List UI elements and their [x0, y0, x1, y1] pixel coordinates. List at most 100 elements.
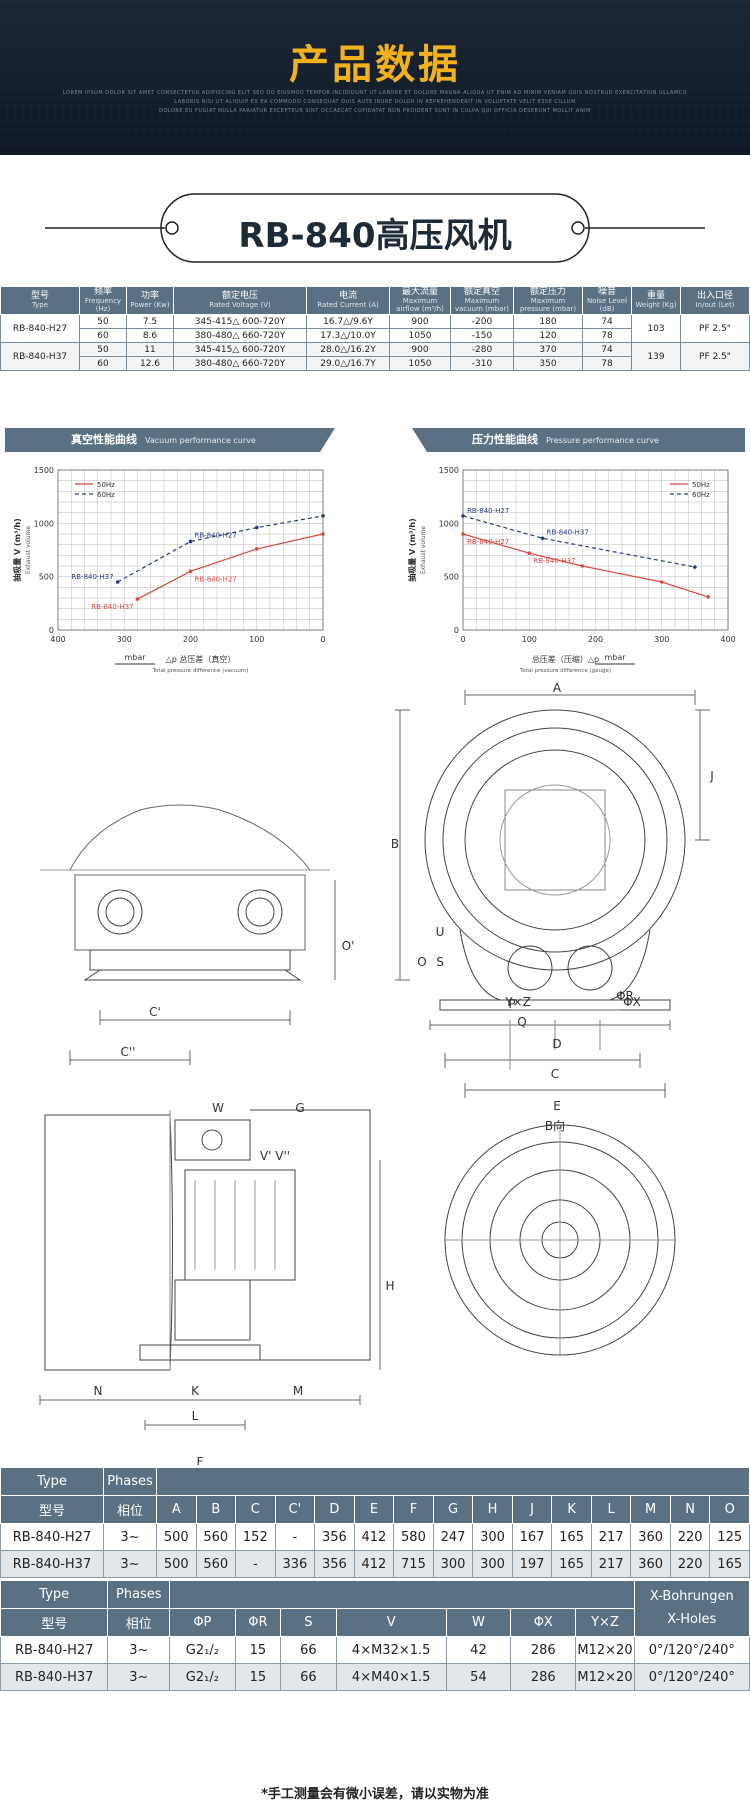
dims-cell: -: [274, 1523, 316, 1551]
model-title: RB-840高压风机: [238, 216, 512, 256]
dims-header: [169, 1580, 635, 1609]
dims-cell: 3~: [107, 1663, 171, 1691]
dims-cell: RB-840-H27: [0, 1636, 109, 1664]
dims-col-header: S: [280, 1608, 337, 1637]
dim-label: Q: [517, 1015, 526, 1029]
plot-frame: [57, 469, 324, 631]
dims-cell: RB-840-H37: [0, 1550, 104, 1578]
dims-col-header: C': [274, 1495, 316, 1524]
y-tick-label: 500: [444, 573, 459, 582]
unit-label: mbar: [604, 653, 626, 662]
data-point: [188, 539, 193, 544]
data-point: [659, 580, 664, 584]
spec-cell: 380-480△ 660-720Y: [173, 328, 307, 344]
x-tick-label: 100: [249, 635, 264, 644]
dims-col-header: C: [235, 1495, 276, 1524]
data-point: [706, 595, 710, 599]
measurement-note: *手工测量会有微小误差，请以实物为准: [261, 1787, 489, 1802]
vacuum-curve-header: 真空性能曲线 Vacuum performance curve: [5, 428, 335, 452]
series-point-label: RB-840-H27: [195, 575, 237, 583]
dims-col-header: V: [335, 1608, 447, 1637]
dims-cell: 0°/120°/240°: [633, 1663, 750, 1691]
dims-cell: 360: [630, 1523, 671, 1551]
dims-cell: 66: [280, 1663, 337, 1691]
dim-label: O: [417, 955, 426, 969]
dims-cell: 356: [314, 1550, 355, 1578]
x-axis-label-en: Total pressure difference (gauge): [519, 668, 611, 674]
dims-cell: 3~: [107, 1636, 171, 1664]
legend-label: 60Hz: [692, 491, 710, 499]
x-tick-label: 300: [117, 635, 132, 644]
x-tick-label: 300: [654, 635, 669, 644]
dims-cell: 0°/120°/240°: [633, 1636, 750, 1664]
dims-cell: RB-840-H27: [0, 1523, 104, 1551]
dims-cell: 715: [393, 1550, 434, 1578]
dims-cell: 356: [314, 1523, 355, 1551]
spec-row: RB-840-H37 50 11 345-415△ 600-720Y 28.0△…: [0, 342, 750, 372]
dims-col-header: L: [590, 1495, 632, 1524]
x-axis-label-en: Total pressure difference (vacuum): [152, 668, 249, 674]
dims-cell: 15: [234, 1636, 282, 1664]
dims-cell: 165: [709, 1550, 750, 1578]
dim-label: K: [191, 1384, 200, 1398]
dim-label: N: [94, 1384, 103, 1398]
spec-cell: 29.0△/16.7Y: [306, 356, 390, 372]
dims-cell: G2₁/₂: [169, 1663, 236, 1691]
hero-title: 产品数据: [289, 42, 461, 88]
dim-label: F: [197, 1455, 204, 1465]
dims-cell: 220: [669, 1550, 711, 1578]
dims-cell: -: [235, 1550, 276, 1578]
data-point: [461, 514, 465, 518]
legend-label: 60Hz: [97, 491, 115, 499]
x-tick-label: 200: [588, 635, 603, 644]
dims-table-1: Type Phases 型号 相位 A B C C' D E F G H J K…: [0, 1467, 750, 1578]
motor-side-drawing: [39, 1109, 381, 1430]
dims-col-header: ΦX: [510, 1608, 577, 1637]
dim-label: C'': [121, 1045, 136, 1059]
spec-cell: 1050: [389, 356, 451, 372]
legend-label: 50Hz: [97, 481, 115, 489]
dims-col-header: D: [314, 1495, 355, 1524]
series-line: [117, 515, 324, 583]
x-axis-label: 总压差（压缩）△p: [532, 654, 599, 664]
vacuum-title-en: Vacuum performance curve: [145, 436, 256, 445]
dim-label: ΦX: [623, 995, 641, 1009]
dims-cell: 217: [590, 1523, 632, 1551]
data-point: [580, 564, 585, 568]
spec-cell: 50: [79, 314, 127, 330]
hero-banner: 产品数据 LOREM IPSUM DOLOR SIT AMET CONSECTE…: [0, 0, 750, 155]
data-point: [527, 551, 532, 555]
dims-cell: 336: [274, 1550, 316, 1578]
dims-cell: 152: [235, 1523, 276, 1551]
x-tick-label: 0: [460, 635, 465, 644]
spec-cell: 50: [79, 342, 127, 358]
dims-cell: M12×20: [575, 1636, 635, 1664]
dims-cell: 3~: [103, 1523, 157, 1551]
spec-weight-cell: 139: [631, 342, 681, 372]
table-row: RB-840-H27 3~ G2₁/₂ 15 66 4×M32×1.5 42 2…: [0, 1636, 750, 1664]
dims-header: 型号: [0, 1495, 104, 1524]
series-point-label: RB-840-H27: [467, 538, 509, 546]
dims-cell: M12×20: [575, 1663, 635, 1691]
dims-header: Type: [0, 1580, 109, 1609]
dims-cell: 560: [195, 1523, 237, 1551]
data-point: [540, 536, 545, 541]
data-point: [188, 569, 193, 574]
dim-label: J: [709, 769, 714, 783]
series-line: [137, 533, 324, 600]
dim-label: A: [553, 681, 562, 695]
vacuum-title-cn: 真空性能曲线: [71, 433, 137, 446]
flange-view-drawing: [444, 1009, 676, 1356]
data-point: [693, 565, 697, 569]
spec-cell: 60: [79, 356, 127, 372]
dims-cell: 197: [511, 1550, 553, 1578]
dim-label: ΦR: [616, 989, 634, 1003]
dims-cell: 360: [630, 1550, 671, 1578]
